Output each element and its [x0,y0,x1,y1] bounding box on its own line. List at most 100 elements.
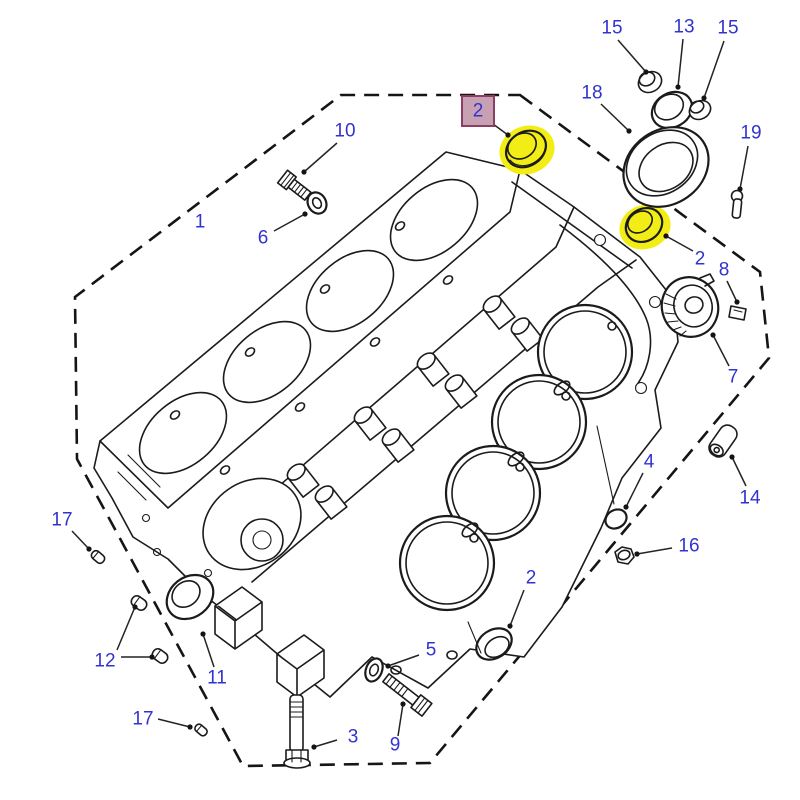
leader-line [600,103,630,132]
part-17-dowel-lower[interactable] [193,723,208,737]
callout-number[interactable]: 19 [740,123,761,144]
part-2-core-plug-bottom[interactable] [467,621,518,666]
callout-number[interactable]: 10 [334,121,355,142]
callout-17[interactable]: 17 [51,510,92,552]
callout-2[interactable]: 2 [507,568,536,629]
leader-line [71,530,90,550]
callout-17[interactable]: 17 [132,709,193,730]
callout-number[interactable]: 2 [695,249,706,270]
callout-10[interactable]: 10 [301,121,356,175]
callout-1[interactable]: 1 [195,212,206,233]
part-6-washer[interactable] [304,189,330,217]
leader-dot [623,504,629,510]
callout-7[interactable]: 7 [710,332,739,388]
part-18-oil-seal[interactable] [608,111,724,223]
leader-dot [729,454,735,460]
callout-number[interactable]: 16 [678,536,699,557]
leader-dot [200,631,206,637]
leader-dot [132,604,138,610]
leader-line [665,235,694,252]
part-2-core-plug-top[interactable] [499,123,553,174]
part-16-hex-plug[interactable] [614,546,635,565]
leader-dot [505,132,511,138]
callout-9[interactable]: 9 [390,701,406,756]
callout-number[interactable]: 8 [719,260,730,281]
callout-number[interactable]: 15 [601,18,622,39]
callout-8[interactable]: 8 [719,260,740,305]
part-10-plug-bolt[interactable] [276,169,313,202]
callout-number[interactable]: 17 [51,510,72,531]
callout-number[interactable]: 2 [473,101,484,122]
callout-19[interactable]: 19 [737,123,762,192]
callout-number[interactable]: 14 [739,488,761,509]
leader-dot [385,663,391,669]
callout-number[interactable]: 4 [644,452,655,473]
callout-number[interactable]: 17 [132,709,153,730]
callout-number[interactable]: 12 [94,651,115,672]
callout-number[interactable]: 5 [426,640,437,661]
part-9-bolt[interactable] [381,671,433,717]
callout-13[interactable]: 13 [673,17,695,90]
leader-line [303,142,338,173]
callout-15[interactable]: 15 [701,18,739,101]
callout-number[interactable]: 2 [526,568,537,589]
part-12-dowel-a[interactable] [129,594,148,612]
part-14-dowel[interactable] [706,422,740,460]
callout-11[interactable]: 11 [200,631,227,689]
callout-5[interactable]: 5 [385,640,436,669]
leader-dot [675,84,681,90]
callout-6[interactable]: 6 [258,211,308,249]
callout-12[interactable]: 12 [94,604,155,672]
part-4-cup-plug[interactable] [602,506,630,533]
part-13-collar[interactable] [645,85,698,135]
callout-number[interactable]: 15 [717,18,738,39]
callout-number[interactable]: 1 [195,212,206,233]
leader-line [636,547,673,555]
callout-number[interactable]: 18 [581,83,602,104]
front-face-details [117,454,325,698]
part-2-core-plug-rear[interactable] [619,201,668,249]
callout-2[interactable]: 2 [663,233,706,270]
leader-dot [301,169,307,175]
callout-15[interactable]: 15 [601,18,649,75]
selected-callout-box [461,95,495,127]
part-8-clip[interactable] [728,305,747,321]
part-7-bearing[interactable] [654,270,726,344]
leader-line [726,280,738,303]
deck-edge-lines [99,169,637,583]
leader-line [703,40,725,99]
callout-number[interactable]: 11 [207,668,227,689]
part-3-long-bolt[interactable] [283,694,311,769]
callout-number[interactable]: 13 [673,17,694,38]
callout-3[interactable]: 3 [311,727,358,750]
leader-dot [149,654,155,660]
part-12-dowel-b[interactable] [150,647,169,665]
part-5-washer[interactable] [362,656,386,684]
part-15-bushing-right[interactable] [686,97,714,123]
leader-dot [187,724,193,730]
engine-block-drawing [93,151,679,698]
leader-dot [507,623,513,629]
callout-2[interactable]: 2 [461,95,511,138]
callout-number[interactable]: 7 [728,367,739,388]
part-19-key[interactable] [730,189,744,219]
leader-line [739,145,749,190]
leader-dot [311,744,317,750]
leader-dot [634,551,640,557]
callout-number[interactable]: 6 [258,228,269,249]
leader-dot [643,69,649,75]
callout-number[interactable]: 9 [390,735,401,756]
deck-bolt-holes [169,221,454,475]
part-17-dowel-upper[interactable] [90,549,107,565]
callout-4[interactable]: 4 [623,452,655,510]
leader-line [712,334,730,367]
callout-number[interactable]: 3 [348,727,359,748]
leader-dot [302,211,308,217]
part-15-bushing-left[interactable] [635,68,666,97]
callout-16[interactable]: 16 [634,536,700,557]
bellhousing-flange [559,224,662,505]
callout-14[interactable]: 14 [729,454,761,509]
leader-line [617,39,647,73]
callout-18[interactable]: 18 [581,83,632,134]
